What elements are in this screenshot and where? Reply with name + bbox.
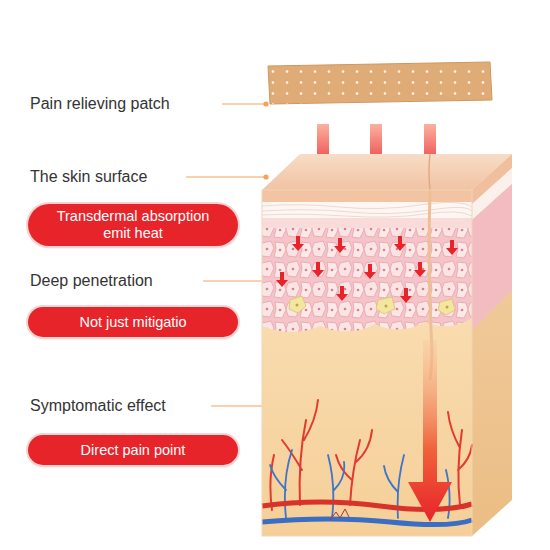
nerve (330, 509, 349, 520)
cell-layer (262, 228, 472, 332)
epidermis-layer (262, 202, 472, 218)
side-cells (472, 184, 512, 330)
epidermis-lines (262, 202, 472, 217)
patch-sheet (268, 62, 492, 104)
leader-line (211, 405, 266, 406)
red-pill-box: Direct pain point (28, 435, 238, 465)
red-pill-box: Not just mitigatio (28, 307, 238, 337)
block-top (262, 154, 512, 190)
leader-dot (263, 101, 268, 106)
pill-text: Direct pain point (42, 442, 224, 459)
dermis (262, 190, 472, 536)
callout-label: Deep penetration (30, 271, 153, 291)
patch-holes (268, 62, 492, 104)
callout-label: The skin surface (30, 167, 147, 187)
leader-lines (186, 104, 266, 406)
penetration-arrow (408, 340, 452, 522)
pill-text: Transdermal absorption emit heat (42, 208, 224, 242)
leader-line (222, 103, 266, 104)
block-outline (262, 190, 472, 536)
block-side (472, 154, 512, 536)
callout-label: Symptomatic effect (30, 396, 166, 416)
leader-line (186, 176, 266, 177)
patch (268, 62, 492, 104)
callout-label: Pain relieving patch (30, 94, 170, 114)
main-artery (262, 502, 472, 510)
main-vein (262, 519, 472, 525)
leader-dot (263, 174, 268, 179)
skin-block (262, 154, 512, 536)
red-pill-box: Transdermal absorption emit heat (28, 204, 238, 246)
skin-crease (429, 154, 430, 190)
leader-line (203, 280, 266, 281)
skin-surface-layer (262, 190, 472, 202)
pill-text: Not just mitigatio (42, 314, 224, 331)
basal-layer (262, 218, 472, 228)
yellow-nuclei (296, 304, 449, 309)
